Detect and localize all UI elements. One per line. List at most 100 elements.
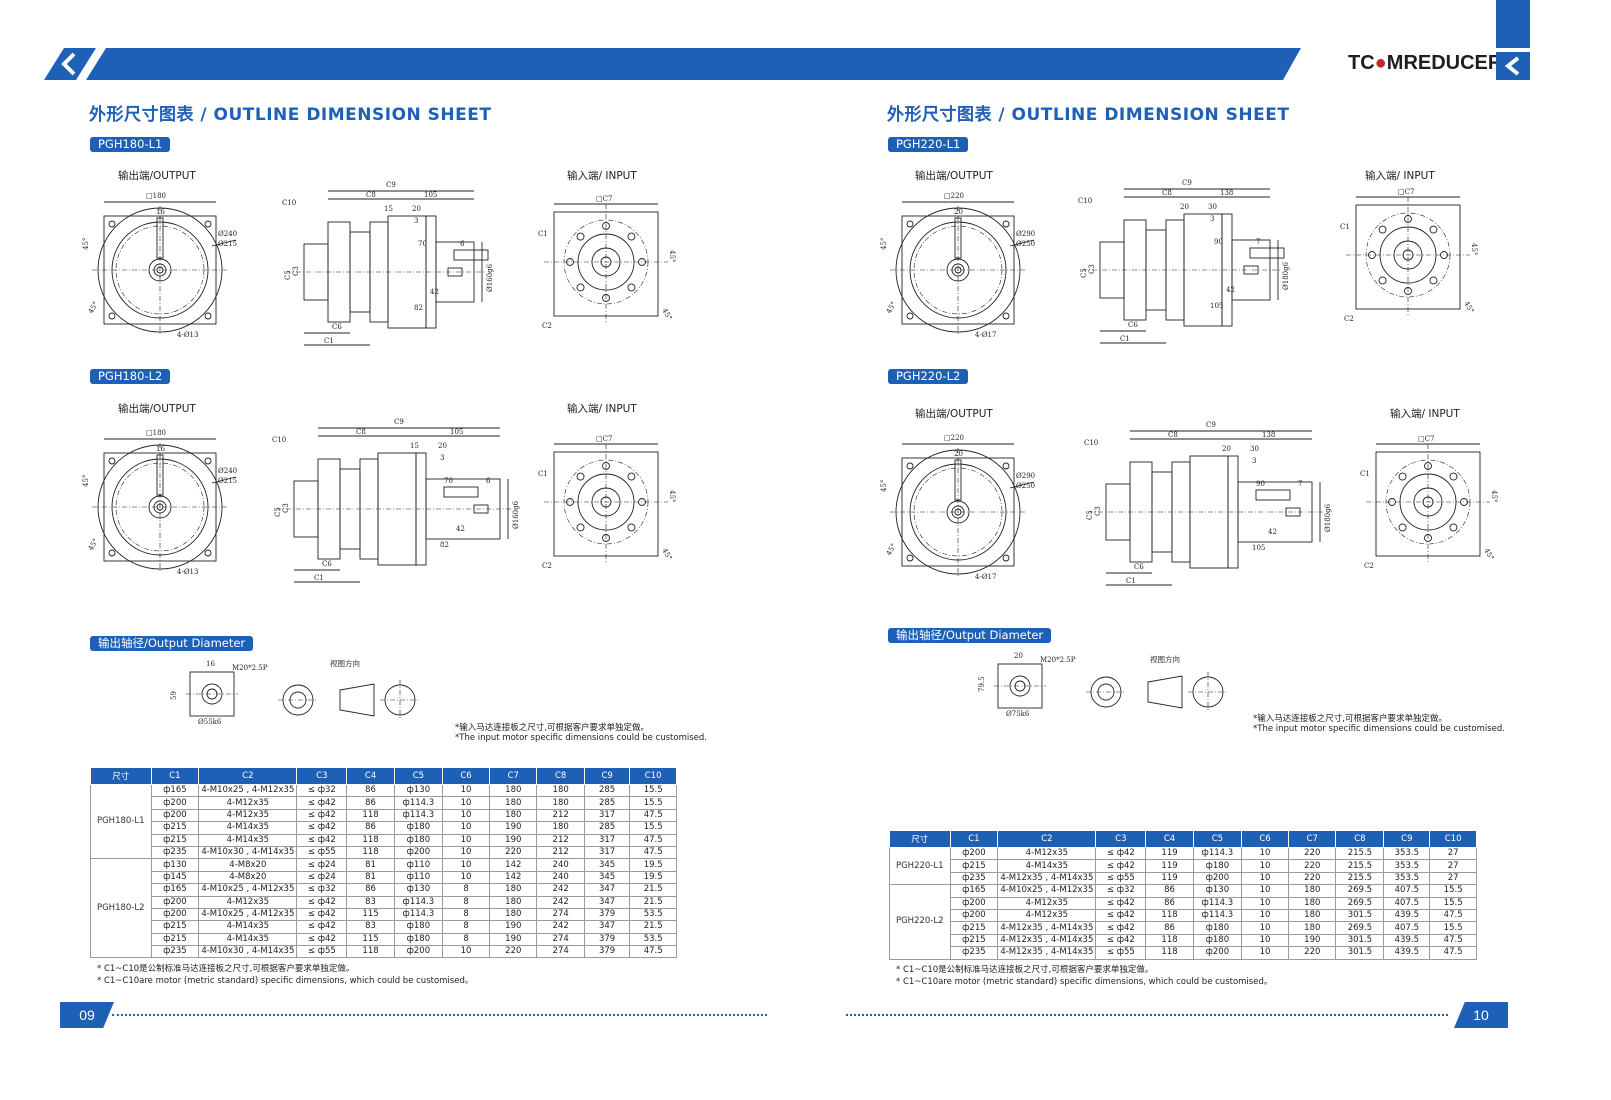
table-cell: 47.5 (629, 945, 677, 959)
table-cell: ф130 (393, 783, 444, 798)
table-cell: 407.5 (1383, 896, 1431, 910)
c2-label: C2 (1364, 562, 1374, 570)
table-cell: 53.5 (629, 932, 677, 947)
c6-label: C6 (322, 560, 332, 568)
table-cell: ф114.3 (1192, 908, 1243, 923)
length-label: 20 (1180, 203, 1189, 211)
table-cell: ≤ ф42 (296, 833, 348, 847)
c2-label: C2 (1344, 315, 1354, 323)
mount-hole (108, 220, 116, 228)
table-cell: 180 (1288, 908, 1337, 923)
right-view-direction-label: 视图方向 (1150, 655, 1180, 664)
table-cell: ф165 (150, 883, 200, 897)
table-cell: 10 (441, 858, 491, 872)
length-label: 70 (444, 477, 453, 485)
flange-size-label: □220 (944, 434, 964, 442)
angle-label: 45° (668, 490, 676, 502)
table-cell: 115 (346, 932, 395, 947)
table-cell: 180 (1288, 896, 1337, 910)
table-cell: 347 (583, 883, 631, 897)
c8-label: C8 (1162, 189, 1172, 197)
right-table-header-c3: C3 (1095, 830, 1147, 848)
right-table-header-c9: C9 (1383, 830, 1431, 848)
shaft-keyway (453, 249, 489, 261)
right-model-cell: PGH220-L2 (889, 884, 951, 960)
table-cell: 4-M12x35 (198, 796, 298, 810)
mount-hole (204, 457, 212, 465)
right-l2-output-label: 输出端/OUTPUT (915, 408, 993, 420)
table-cell: 190 (489, 833, 538, 847)
table-cell: 10 (1240, 884, 1290, 898)
table-cell: ≤ ф55 (1095, 871, 1147, 886)
length-label: 15 (410, 442, 419, 450)
pitch-diameter-label: Ø215 (218, 477, 237, 485)
table-cell: 10 (1240, 908, 1290, 923)
length-label: 82 (414, 304, 423, 312)
table-cell: 4-M14x35 (997, 859, 1097, 873)
table-cell: 10 (441, 845, 491, 860)
left-model-pill-l2: PGH180-L2 (90, 369, 171, 384)
table-cell: 15.5 (1429, 896, 1477, 910)
table-cell: ≤ ф42 (1095, 896, 1147, 910)
c6-label: C6 (332, 323, 342, 331)
table-cell: ф200 (949, 846, 999, 861)
table-cell: 10 (441, 821, 491, 835)
leader-line (211, 239, 237, 247)
angle-label: 45° (885, 542, 898, 557)
table-cell: 21.5 (629, 883, 677, 897)
table-cell: ≤ ф42 (296, 808, 348, 823)
table-cell: ф180 (1192, 859, 1243, 873)
c1-label: C1 (1126, 577, 1136, 585)
hole-count-label: 4-Ø17 (975, 573, 996, 581)
table-cell: 180 (489, 907, 538, 922)
mount-hole (906, 312, 914, 320)
c7-label: □C7 (596, 435, 612, 443)
table-cell: ≤ ф42 (1095, 846, 1147, 861)
left-table-header-size: 尺寸 (90, 767, 152, 785)
view-cone (1147, 675, 1183, 709)
table-cell: 439.5 (1383, 946, 1431, 960)
table-cell: ≤ ф42 (1095, 921, 1147, 935)
table-cell: 4-M8x20 (198, 870, 298, 885)
table-cell: 212 (536, 845, 585, 860)
table-cell: 220 (1288, 859, 1337, 873)
table-cell: 8 (441, 895, 491, 909)
table-cell: 353.5 (1383, 846, 1431, 861)
table-cell: ≤ ф32 (296, 783, 348, 798)
key-width-label: 20 (954, 208, 963, 216)
table-cell: 86 (346, 796, 395, 810)
table-cell: ф235 (150, 845, 200, 860)
table-cell: 86 (346, 883, 395, 897)
height-label: 79.5 (978, 676, 986, 692)
table-cell: ф200 (150, 808, 200, 823)
table-cell: 4-M10x30 , 4-M14x35 (198, 845, 298, 860)
right-table-header-size: 尺寸 (889, 830, 951, 848)
angle-label: 45° (668, 250, 676, 262)
length-label: 6 (486, 477, 491, 485)
table-cell: 10 (441, 808, 491, 823)
leader-line (211, 476, 237, 484)
table-cell: 8 (441, 907, 491, 922)
table-cell: 190 (1288, 933, 1337, 948)
angle-label: 45° (87, 300, 100, 315)
table-cell: ф165 (150, 783, 200, 798)
table-cell: 4-M14x35 (198, 920, 298, 934)
table-cell: ≤ ф55 (296, 845, 348, 860)
right-table-header-c10: C10 (1429, 830, 1477, 848)
table-cell: 4-M12x35 , 4-M14x35 (997, 946, 1097, 960)
length-label: 70 (418, 240, 427, 248)
table-cell: 47.5 (1429, 933, 1477, 948)
table-cell: 118 (1145, 908, 1194, 923)
c1-label: C1 (324, 337, 334, 345)
right-model-pill-l2: PGH220-L2 (888, 369, 969, 384)
table-cell: 180 (1288, 884, 1337, 898)
length-label: 20 (412, 205, 421, 213)
